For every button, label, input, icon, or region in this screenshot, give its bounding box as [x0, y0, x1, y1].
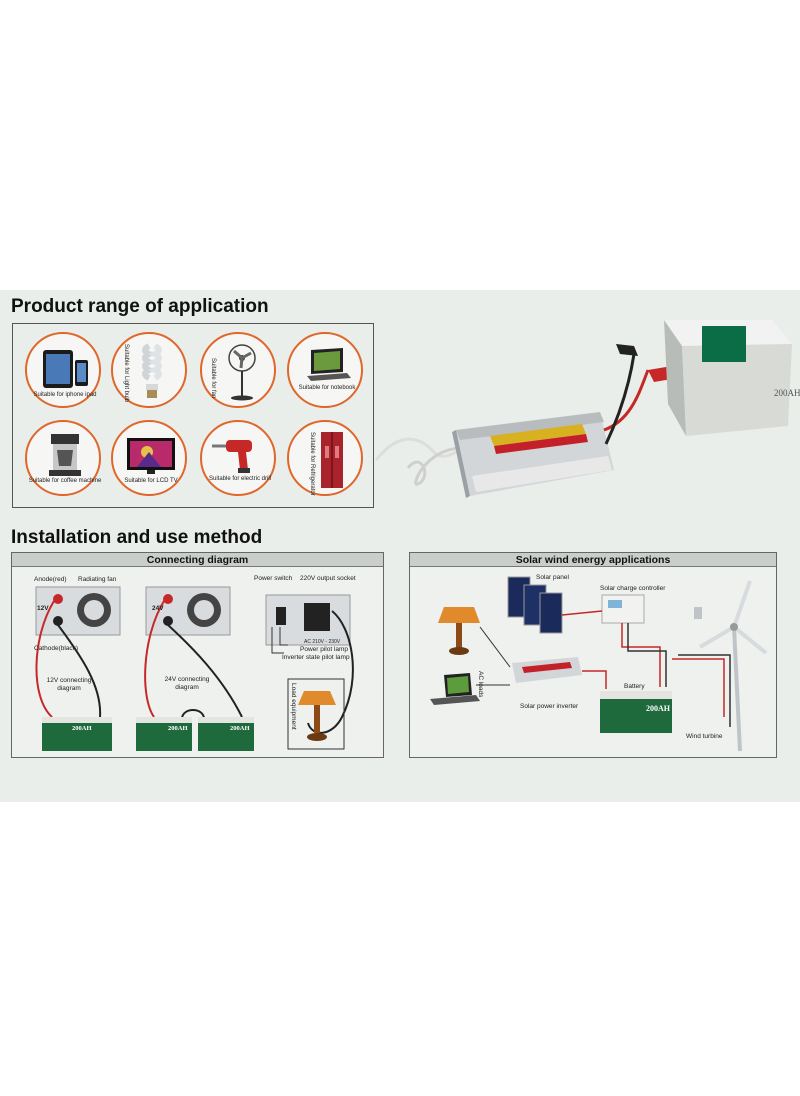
product-info-card: Product range of application Suitable fo…: [0, 290, 800, 802]
output-socket-label: 220V output socket: [300, 575, 356, 582]
application-label: Suitable for iphone ipad: [33, 392, 97, 398]
power-switch-label: Power switch: [254, 575, 293, 582]
application-label: Suitable for coffee machine: [28, 478, 102, 484]
anode-label: Anode(red): [34, 576, 67, 583]
power-pilot-label: Power pilot lamp: [300, 646, 349, 653]
application-item: Suitable for electric drill: [200, 420, 276, 496]
battery-24v-a-label: 200AH: [168, 725, 188, 732]
range-title: Product range of application: [11, 296, 269, 317]
install-title: Installation and use method: [11, 527, 263, 548]
application-item: Suitable for LCD TV: [111, 420, 187, 496]
24v-diagram-label: 24V connecting diagram: [164, 676, 210, 691]
solar-wind-panel: Solar wind energy applications: [409, 552, 777, 758]
application-item: Suitable for fan: [200, 332, 276, 408]
drill-icon: [212, 440, 252, 473]
connecting-diagram-title: Connecting diagram: [12, 553, 383, 567]
fan-icon: [228, 344, 256, 401]
application-label: Suitable for electric drill: [208, 476, 272, 482]
charge-controller-label: Solar charge controller: [600, 585, 666, 592]
battery-12v-label: 200AH: [72, 725, 92, 732]
application-label: Suitable for LCD TV: [124, 478, 178, 484]
radiating-fan-label: Radiating fan: [78, 576, 117, 583]
application-item: Suitable for coffee machine: [25, 420, 101, 496]
battery-label: Battery: [624, 683, 645, 690]
coffee-machine-icon: [49, 434, 81, 476]
inverter-battery-illustration: 200AH: [374, 320, 800, 498]
connecting-diagram-panel: Connecting diagram: [11, 552, 384, 758]
battery-label: 200AH: [774, 388, 800, 398]
12v-label: 12V: [37, 605, 49, 612]
inverter-label: Solar power inverter: [520, 703, 579, 710]
application-item: Suitable for Refrigerator: [287, 420, 363, 496]
solar-wind-title: Solar wind energy applications: [410, 553, 776, 567]
wind-turbine-label: Wind turbine: [686, 733, 723, 740]
tv-icon: [127, 438, 175, 474]
solar-battery-label: 200AH: [646, 704, 670, 713]
12v-diagram-label: 12V connecting diagram: [46, 677, 92, 692]
ac-rating-label: AC 210V - 230V: [304, 639, 341, 645]
connecting-diagram-drawing: [35, 586, 354, 751]
application-label: Suitable for Refrigerator: [309, 432, 315, 496]
tablet-phone-icon: [43, 350, 88, 388]
ac-loads-label: AC loads: [477, 671, 484, 698]
load-equipment-label: Load equipment: [290, 683, 297, 730]
cathode-label: Cathode(black): [34, 645, 79, 652]
application-label: Suitable for fan: [210, 358, 216, 399]
inverter-pilot-label: Inverter state pilot lamp: [282, 654, 350, 661]
refrigerator-icon: [321, 432, 343, 488]
application-item: Suitable for iphone ipad: [25, 332, 101, 408]
application-item: Suitable for notebook: [287, 332, 363, 408]
application-grid: Suitable for iphone ipad Suitable for Li…: [12, 323, 374, 508]
application-label: Suitable for Light bulb: [123, 344, 129, 403]
light-bulb-icon: [142, 343, 162, 398]
solar-panel-label: Solar panel: [536, 574, 569, 581]
battery-24v-b-label: 200AH: [230, 725, 250, 732]
application-item: Suitable for Light bulb: [111, 332, 187, 408]
application-label: Suitable for notebook: [298, 385, 356, 391]
24v-label: 24V: [152, 605, 164, 612]
solar-wind-drawing: [430, 576, 768, 752]
laptop-icon: [307, 348, 351, 381]
